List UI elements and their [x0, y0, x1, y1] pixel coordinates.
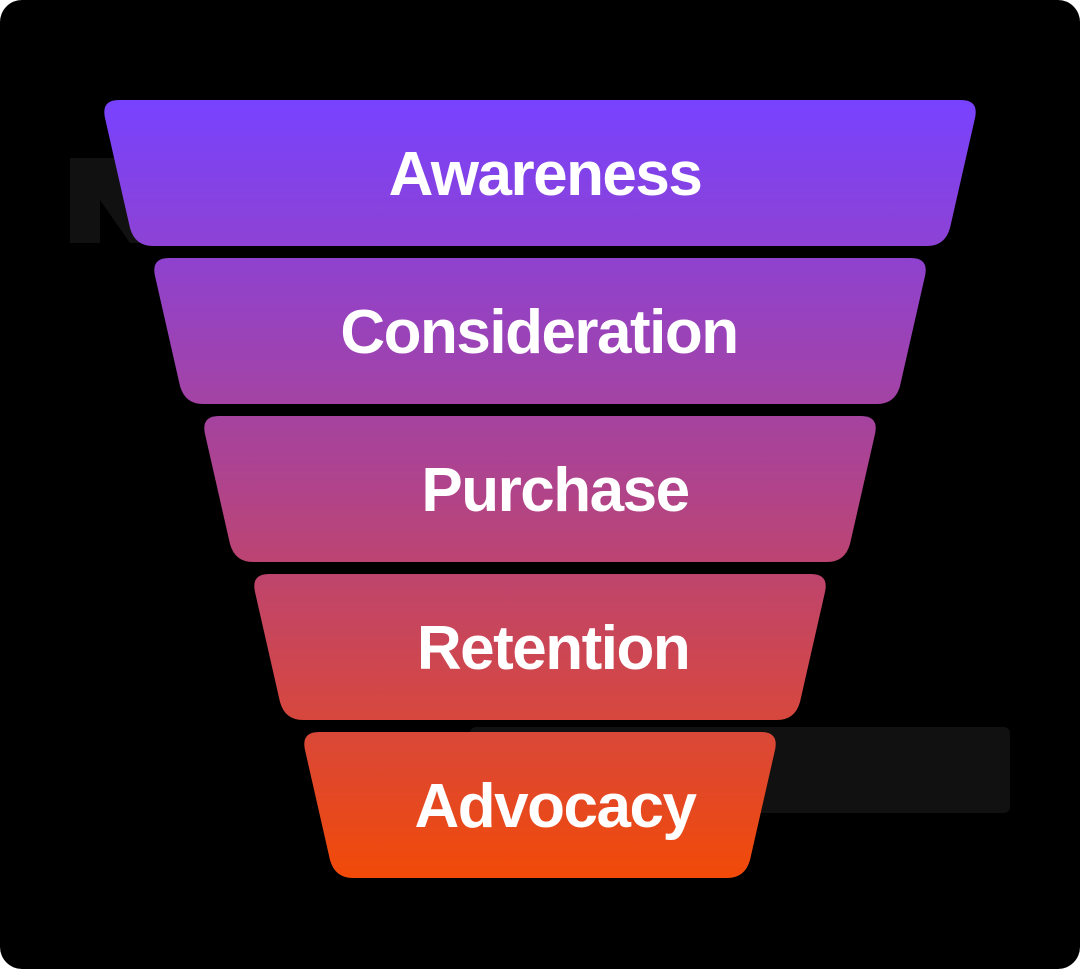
funnel-stage-purchase: Purchase: [204, 416, 876, 562]
funnel-stage-label: Advocacy: [415, 772, 698, 841]
funnel-stage-label: Purchase: [421, 456, 688, 525]
funnel-stage-awareness: Awareness: [104, 100, 976, 246]
funnel-stage-label: Consideration: [340, 298, 737, 367]
funnel-stage-shape: [104, 100, 976, 246]
funnel-stage-retention: Retention: [254, 574, 826, 720]
funnel-stage-consideration: Consideration: [154, 258, 926, 404]
funnel-stage-label: Awareness: [389, 140, 702, 209]
funnel-stage-shape: [304, 732, 776, 878]
funnel-stage-shape: [154, 258, 926, 404]
funnel-stage-shape: [254, 574, 826, 720]
funnel-stage-shape: [204, 416, 876, 562]
funnel-stage-advocacy: Advocacy: [304, 732, 776, 878]
funnel-stage-label: Retention: [417, 614, 689, 683]
